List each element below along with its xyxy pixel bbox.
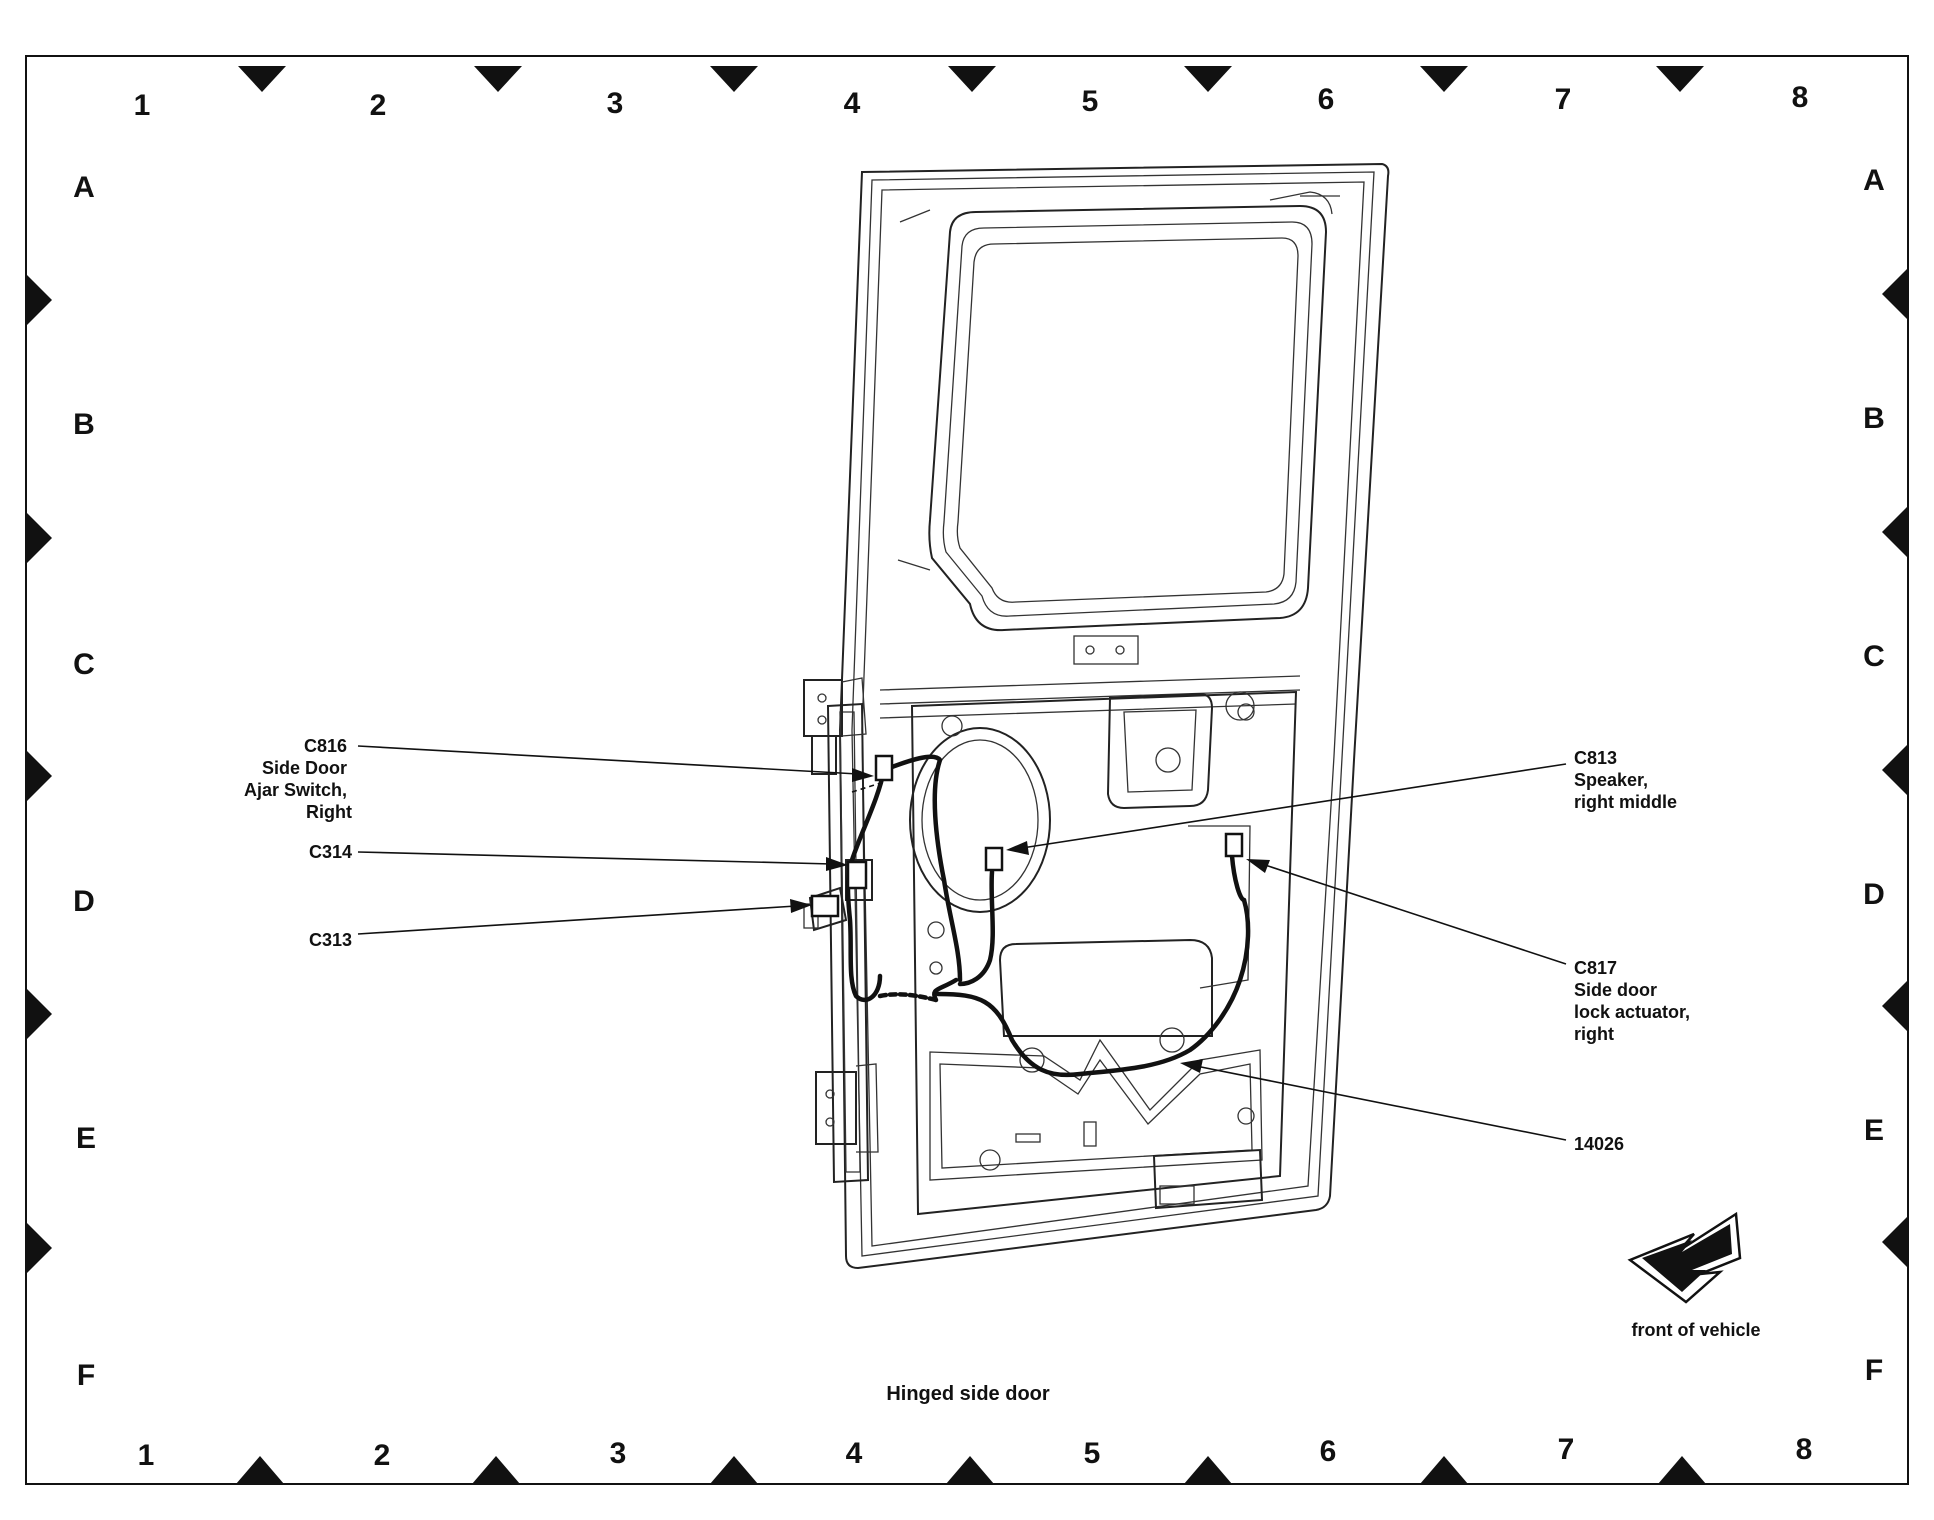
connector-c817 bbox=[1224, 832, 1244, 858]
row-label-A: A bbox=[73, 171, 95, 204]
callout-14026: 14026 bbox=[1180, 1059, 1624, 1154]
col-label-3: 3 bbox=[607, 87, 624, 120]
connector-c314 bbox=[846, 860, 868, 890]
callout-c816: C816 Side Door Ajar Switch, Right bbox=[244, 736, 874, 822]
connector-c813 bbox=[984, 846, 1004, 872]
row-label-D: D bbox=[73, 885, 95, 918]
upper-hinge bbox=[803, 677, 867, 775]
col-label-bottom-8: 8 bbox=[1796, 1433, 1813, 1466]
svg-text:C816 Side Door Aja: C816 Side Door Ajar Switch, Right bbox=[244, 736, 352, 822]
row-label-F: F bbox=[77, 1359, 95, 1392]
svg-text:C313: C313 bbox=[309, 930, 352, 950]
callout-c813: C813 Speaker, right middle bbox=[1006, 748, 1677, 855]
col-label-6: 6 bbox=[1318, 83, 1335, 116]
connector-c313 bbox=[810, 894, 840, 918]
col-label-bottom-3: 3 bbox=[610, 1437, 627, 1470]
front-of-vehicle-label: front of vehicle bbox=[1631, 1320, 1760, 1340]
row-label-right-F: F bbox=[1865, 1354, 1883, 1387]
col-label-bottom-6: 6 bbox=[1320, 1435, 1337, 1468]
front-of-vehicle-arrow-icon bbox=[1627, 1211, 1742, 1304]
svg-text:C813 Speaker, righ: C813 Speaker, right middle bbox=[1574, 748, 1677, 812]
right-grid-markers bbox=[1882, 268, 1908, 1268]
row-label-C: C bbox=[73, 648, 95, 681]
row-label-right-E: E bbox=[1864, 1114, 1884, 1147]
callout-c314: C314 bbox=[309, 842, 848, 871]
lower-hinge bbox=[815, 1063, 879, 1153]
row-label-B: B bbox=[73, 408, 95, 441]
right-row-labels: A B C D E F bbox=[1863, 164, 1885, 1387]
col-label-bottom-2: 2 bbox=[374, 1439, 391, 1472]
col-label-4: 4 bbox=[844, 87, 861, 120]
row-label-right-C: C bbox=[1863, 640, 1885, 673]
row-label-right-B: B bbox=[1863, 402, 1885, 435]
top-column-labels: 1 2 3 4 5 6 7 8 bbox=[134, 81, 1809, 122]
col-label-2: 2 bbox=[370, 89, 387, 122]
bottom-grid-markers bbox=[236, 1456, 1706, 1484]
connector-c816 bbox=[874, 754, 894, 782]
callout-c817: C817 Side door lock actuator, right bbox=[1246, 859, 1695, 1044]
svg-text:C314: C314 bbox=[309, 842, 352, 862]
left-grid-markers bbox=[26, 274, 52, 1274]
col-label-bottom-1: 1 bbox=[138, 1439, 155, 1472]
wiring-harness-14026 bbox=[845, 754, 1251, 1078]
diagram-caption: Hinged side door bbox=[886, 1383, 1050, 1405]
col-label-8: 8 bbox=[1792, 81, 1809, 114]
col-label-bottom-4: 4 bbox=[846, 1437, 863, 1470]
bottom-column-labels: 1 2 3 4 5 6 7 8 bbox=[138, 1433, 1813, 1472]
svg-text:C817 Side door loc: C817 Side door lock actuator, right bbox=[1574, 958, 1695, 1044]
row-label-E: E bbox=[76, 1122, 96, 1155]
connectors bbox=[810, 754, 1244, 918]
svg-text:14026: 14026 bbox=[1574, 1134, 1624, 1154]
hinged-side-door-illustration bbox=[803, 162, 1390, 1270]
col-label-bottom-5: 5 bbox=[1084, 1437, 1101, 1470]
row-label-right-A: A bbox=[1863, 164, 1885, 197]
col-label-1: 1 bbox=[134, 89, 151, 122]
top-grid-markers bbox=[238, 66, 1704, 92]
col-label-7: 7 bbox=[1555, 83, 1572, 116]
col-label-bottom-7: 7 bbox=[1558, 1433, 1575, 1466]
left-row-labels: A B C D E F bbox=[73, 171, 96, 1392]
row-label-right-D: D bbox=[1863, 878, 1885, 911]
col-label-5: 5 bbox=[1082, 85, 1099, 118]
callout-c313: C313 bbox=[309, 899, 812, 950]
